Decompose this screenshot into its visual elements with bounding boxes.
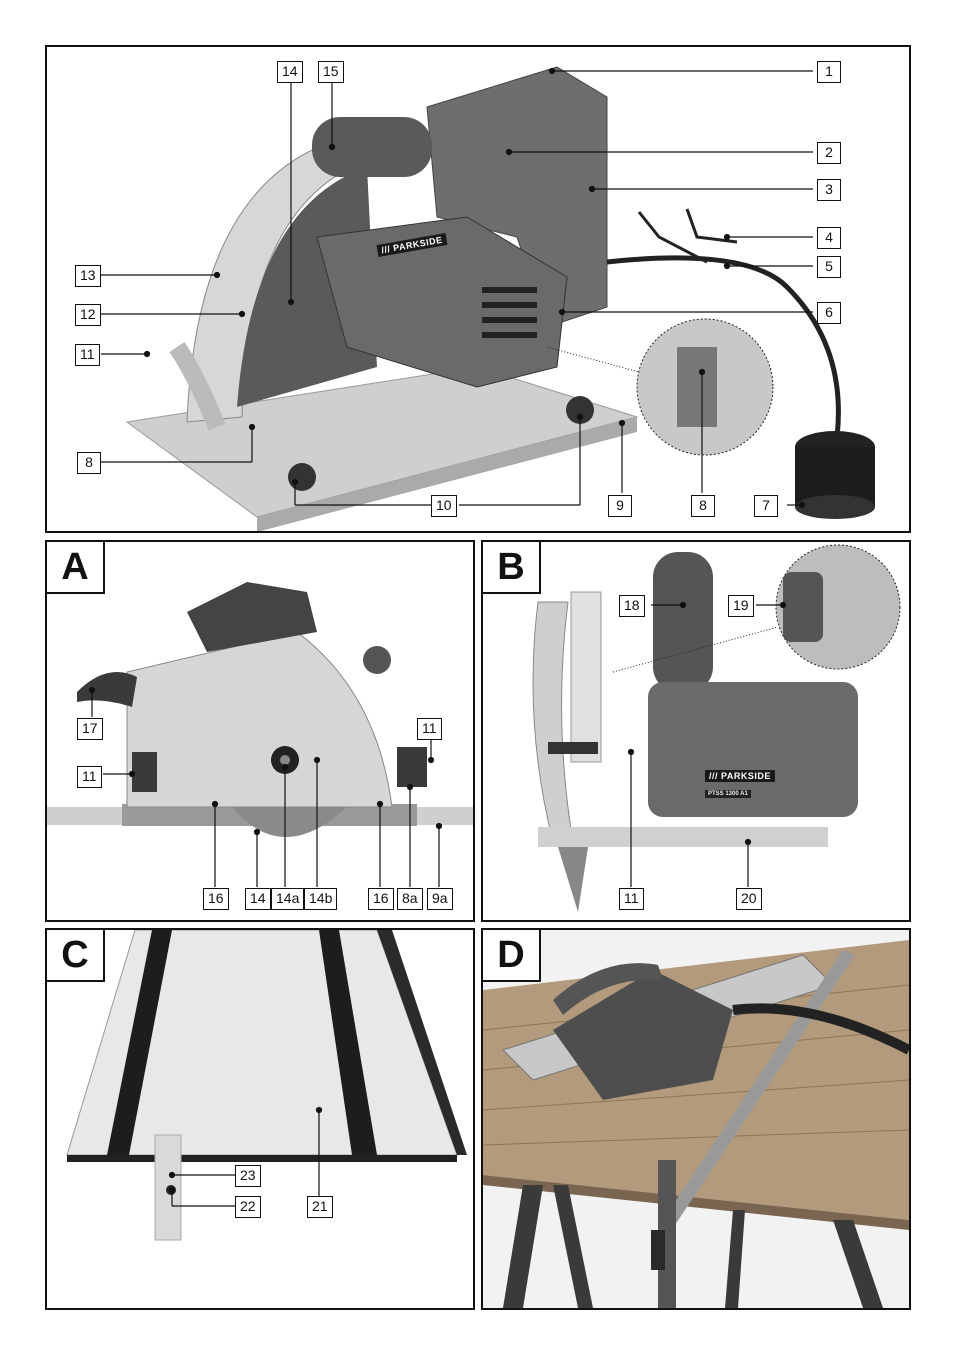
callout-6: 6 bbox=[817, 302, 841, 324]
callout-23: 23 bbox=[235, 1165, 261, 1187]
saw-on-workbench-photo bbox=[483, 930, 909, 1308]
panel-a-label: A bbox=[47, 542, 105, 594]
callout-21: 21 bbox=[307, 1196, 333, 1218]
panel-b: B /// PARKSIDE PTSS 1300 A1 18 19 11 20 bbox=[481, 540, 911, 922]
callout-16-right: 16 bbox=[368, 888, 394, 910]
overview-figure-panel: /// PARKSIDE bbox=[45, 45, 911, 533]
callout-12: 12 bbox=[75, 304, 101, 326]
panel-c-label: C bbox=[47, 930, 105, 982]
saw-front-view-photo bbox=[483, 542, 909, 920]
panel-d: D bbox=[481, 928, 911, 1310]
callout-9a: 9a bbox=[427, 888, 453, 910]
callout-11: 11 bbox=[75, 344, 100, 366]
circular-saw-photo bbox=[47, 47, 909, 531]
callout-15: 15 bbox=[318, 61, 344, 83]
callout-4: 4 bbox=[817, 227, 841, 249]
callout-14a: 14a bbox=[271, 888, 305, 910]
callout-11-left: 11 bbox=[77, 766, 102, 788]
callout-13: 13 bbox=[75, 265, 101, 287]
callout-17: 17 bbox=[77, 718, 103, 740]
brand-logo: /// PARKSIDE bbox=[705, 770, 775, 782]
callout-14: 14 bbox=[245, 888, 271, 910]
callout-5: 5 bbox=[817, 256, 841, 278]
guide-rail-photo bbox=[47, 930, 473, 1308]
panel-a: A 17 11 11 16 14 14a 14b 16 8a 9a bbox=[45, 540, 475, 922]
callout-10: 10 bbox=[431, 495, 457, 517]
model-plate: PTSS 1300 A1 bbox=[705, 790, 751, 798]
panel-d-label: D bbox=[483, 930, 541, 982]
callout-1: 1 bbox=[817, 61, 841, 83]
callout-8-inset: 8 bbox=[691, 495, 715, 517]
callout-20: 20 bbox=[736, 888, 762, 910]
callout-14b: 14b bbox=[304, 888, 338, 910]
callout-3: 3 bbox=[817, 179, 841, 201]
callout-11-right: 11 bbox=[417, 718, 442, 740]
callout-7: 7 bbox=[754, 495, 778, 517]
callout-8: 8 bbox=[77, 452, 101, 474]
callout-14: 14 bbox=[277, 61, 303, 83]
panel-b-label: B bbox=[483, 542, 541, 594]
callout-8a: 8a bbox=[397, 888, 423, 910]
callout-18: 18 bbox=[619, 595, 645, 617]
callout-2: 2 bbox=[817, 142, 841, 164]
saw-side-view-photo bbox=[47, 542, 473, 920]
callout-16-left: 16 bbox=[203, 888, 229, 910]
callout-9: 9 bbox=[608, 495, 632, 517]
callout-19: 19 bbox=[728, 595, 754, 617]
callout-22: 22 bbox=[235, 1196, 261, 1218]
callout-11: 11 bbox=[619, 888, 644, 910]
panel-c: C 23 22 21 bbox=[45, 928, 475, 1310]
